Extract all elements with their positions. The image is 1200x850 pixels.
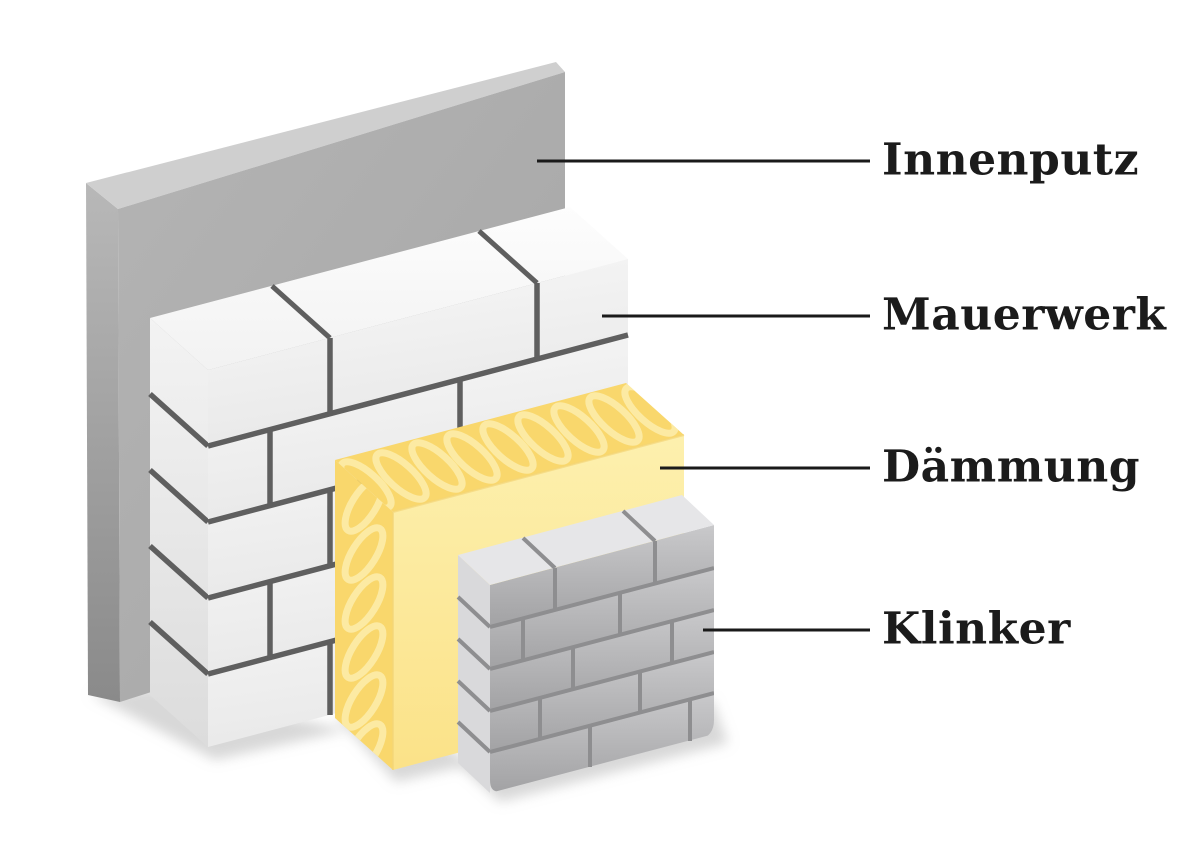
masonry-top-face — [150, 207, 628, 370]
clinker-layer — [456, 495, 714, 793]
label-innenputz: Innenputz — [882, 134, 1140, 186]
label-mauerwerk: Mauerwerk — [882, 289, 1167, 341]
masonry-head-joints — [267, 283, 540, 715]
clinker-top-face — [458, 495, 714, 585]
label-klinker: Klinker — [882, 603, 1071, 655]
insulation-edge-highlight — [392, 434, 685, 770]
clinker-side-joints — [456, 595, 492, 754]
masonry-top-joints — [270, 229, 539, 340]
insulation-top-loops — [337, 383, 679, 512]
masonry-side-face — [150, 318, 208, 747]
plaster-side-face — [86, 183, 120, 702]
plaster-top-face — [86, 62, 565, 209]
clinker-top-joints — [521, 509, 657, 570]
clinker-front-face — [490, 525, 714, 792]
leader-lines — [537, 159, 870, 632]
clinker-head-joints — [521, 541, 692, 767]
label-daemmung: Dämmung — [882, 441, 1141, 493]
masonry-side-joints — [148, 391, 210, 677]
clinker-side-face — [458, 555, 490, 793]
clinker-bed-joints — [490, 566, 714, 754]
